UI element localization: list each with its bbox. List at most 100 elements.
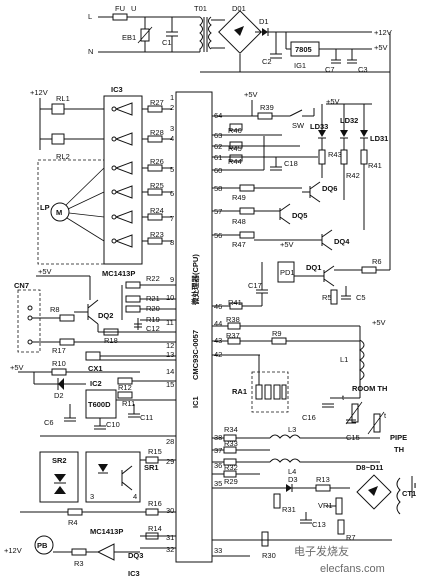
cx1-label: CX1	[88, 364, 103, 373]
led-supply-label: +5V	[326, 97, 340, 106]
c7-label: C7	[325, 65, 335, 74]
cpu-pin-35: 35	[214, 479, 222, 488]
c2-label: C2	[262, 57, 272, 66]
sensor-supply-label: +5V	[372, 318, 386, 327]
ic2-part-label: T600D	[88, 400, 111, 409]
c18-label: C18	[284, 159, 298, 168]
resistor-r28-label: R28	[150, 128, 164, 137]
relay-rl2-label: RL2	[56, 152, 70, 161]
r31-label: R31	[282, 505, 296, 514]
resistor-r23-label: R23	[150, 230, 164, 239]
cpu-pin-2: 2	[170, 103, 174, 112]
dq3-label: DQ3	[128, 551, 143, 560]
resistor-r32-label: R32	[224, 463, 238, 472]
cpu-part: CMC93C-0057	[191, 330, 200, 380]
driver-buffers	[111, 102, 133, 248]
transistor-dq2	[74, 299, 99, 325]
resistor-r44-label: R44	[228, 157, 242, 166]
ra1-label: RA1	[232, 387, 247, 396]
cpu-pin-4: 4	[170, 134, 174, 143]
motor-box	[37, 159, 105, 265]
c3-label: C3	[358, 65, 368, 74]
resistor-r49-label: R49	[232, 193, 246, 202]
resistor-r25-label: R25	[150, 181, 164, 190]
r11-label: R11	[122, 399, 135, 408]
resistor-r39-label: R39	[260, 103, 274, 112]
svg-text:4: 4	[133, 492, 137, 501]
connector-cn7	[17, 289, 41, 353]
cpu-pin-9: 9	[170, 275, 174, 284]
c12-label: C12	[146, 324, 160, 333]
vr1-label: VR1	[318, 501, 333, 510]
buzzer-supply-label: +12V	[4, 546, 22, 555]
r10-label: R10	[52, 359, 66, 368]
cpu-pin-8: 8	[170, 238, 174, 247]
led-ld33-label: LD33	[310, 122, 328, 131]
buzzer-label: PB	[37, 541, 48, 550]
c6-label: C6	[44, 418, 54, 427]
sensor-section: +5V R38 R37 R9 L1 RA1 ROOM TH C16 t C15	[212, 315, 416, 560]
v5-top-label: +5V	[374, 43, 388, 52]
l1-label: L1	[340, 355, 348, 364]
display-section: +5V R39 SW R46 R45 R44 C18 +5V	[212, 90, 390, 310]
led-ld31-label: LD31	[370, 134, 388, 143]
cn7-supply-label: +5V	[38, 267, 52, 276]
switch-label: SW	[292, 121, 305, 130]
d2-label: D2	[54, 391, 64, 400]
room-th-label: ROOM TH	[352, 384, 387, 393]
r4-label: R4	[68, 518, 78, 527]
dq6-label: DQ6	[322, 184, 337, 193]
c17-label: C17	[248, 281, 262, 290]
cpu-pin-1: 1	[170, 93, 174, 102]
transformer-label: T01	[194, 4, 207, 13]
ct1-label: CT1	[402, 489, 416, 498]
resistor-r26-label: R26	[150, 157, 164, 166]
r13-label: R13	[316, 475, 330, 484]
r10-supply-label: +5V	[10, 363, 24, 372]
l4-label: L4	[288, 467, 296, 476]
transistor-dq5	[279, 203, 291, 225]
svg-text:3: 3	[90, 492, 94, 501]
power-supply: L N FU U EB1 C1 T01 D01	[88, 4, 392, 270]
cpu-ref: IC1	[191, 396, 200, 408]
cpu-pin-33: 33	[214, 546, 222, 555]
l3-label: L3	[288, 425, 296, 434]
led-ld33	[318, 104, 326, 139]
c13-label: C13	[312, 520, 326, 529]
crystal-cx1	[85, 351, 101, 361]
driver-part-label: MC1413P	[102, 269, 135, 278]
pipe-th-label: TH	[394, 445, 404, 454]
sensor-sr1	[85, 451, 141, 503]
motor-lp-label: LP	[40, 203, 50, 212]
cpu-function: 微处理器(CPU)	[190, 254, 200, 306]
led-ld31	[360, 104, 368, 139]
transistor-dq4	[321, 229, 333, 251]
svg-text:t: t	[342, 393, 345, 402]
regulator-part: 7805	[295, 45, 312, 54]
c1-label: C1	[162, 38, 172, 47]
watermark: 电子发烧友 elecfans.com	[294, 544, 385, 575]
resistor-r18-label: R18	[104, 336, 118, 345]
resistor-r22-label: R22	[146, 274, 160, 283]
resistor-r34-label: R34	[224, 425, 238, 434]
mains-neutral-label: N	[88, 47, 93, 56]
pd1-label: PD1	[280, 268, 295, 277]
motor-symbol: M	[56, 208, 62, 217]
driver-ic3-label: IC3	[111, 85, 123, 94]
watermark-text: 电子发烧友	[294, 544, 349, 558]
resistor-r8-label: R8	[50, 305, 60, 314]
ic2-t600d	[85, 389, 117, 419]
dq1-label: DQ1	[306, 263, 321, 272]
cpu-pin-14: 14	[166, 367, 174, 376]
cpu-pin-3: 3	[170, 124, 174, 133]
resistor-r17-label: R17	[52, 346, 66, 355]
cpu-pin-44: 44	[214, 319, 222, 328]
svg-text:U: U	[131, 4, 136, 13]
sr2-label: SR2	[52, 456, 67, 465]
resistor-r24-label: R24	[150, 206, 164, 215]
r30-label: R30	[262, 551, 276, 560]
buffer-ic3b	[96, 543, 115, 561]
c5-label: C5	[356, 293, 366, 302]
cpu-pin-36: 36	[214, 461, 222, 470]
transistor-dq6	[302, 181, 321, 203]
